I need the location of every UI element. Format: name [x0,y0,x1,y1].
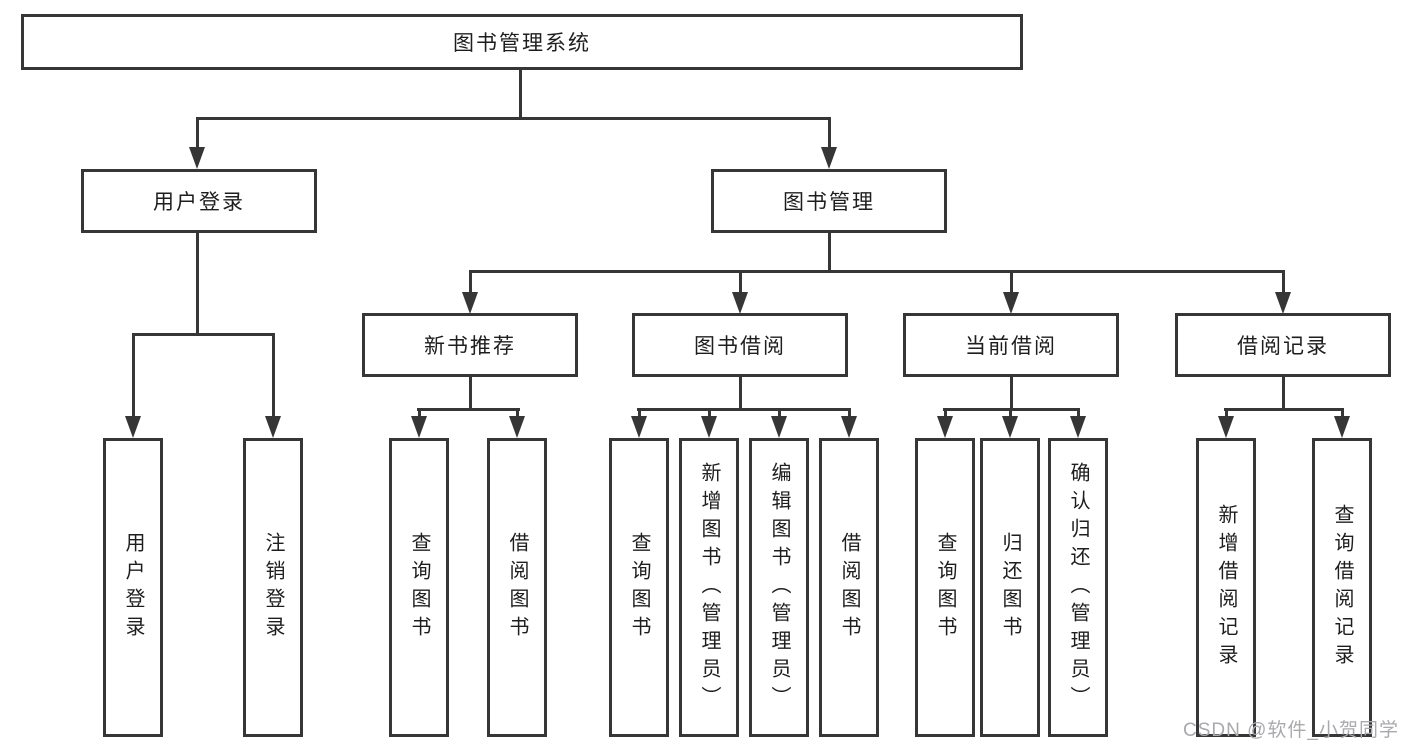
node-book-borrow-label: 图书借阅 [694,335,786,358]
leaf-cb-confirm-return-admin: 确认归还（管理员） [1048,438,1108,737]
leaf-nb-query-book: 查询图书 [389,438,449,737]
connector-cb-return-stub [1009,408,1012,418]
arrow-to-br-add [1218,416,1234,438]
connector-bb-edit-stub [778,408,781,418]
leaf-nb-borrow-book-label: 借阅图书 [506,531,528,644]
connector-cb-query-stub [944,408,947,418]
leaf-cb-query-book: 查询图书 [915,438,975,737]
connector-nb-borrow-stub [516,408,519,418]
node-current-borrow: 当前借阅 [903,313,1119,377]
arrow-to-book-borrow [732,292,748,314]
connector-borrow-records-vertical [1282,377,1285,410]
leaf-bb-edit-book-admin-label: 编辑图书（管理员） [768,461,790,714]
arrow-to-cb-confirm [1070,416,1086,438]
arrow-to-cb-query [937,416,953,438]
leaf-bb-borrow-book-label: 借阅图书 [838,531,860,644]
arrow-to-nb-borrow [509,416,525,438]
node-borrow-records-label: 借阅记录 [1237,335,1329,358]
node-root-label: 图书管理系统 [453,32,591,55]
connector-current-borrow-stub [1010,270,1013,294]
node-book-mgmt: 图书管理 [711,169,947,233]
leaf-br-query-record: 查询借阅记录 [1312,438,1372,737]
node-book-mgmt-label: 图书管理 [783,191,875,214]
connector-user-login-children-horizontal [132,333,275,336]
leaf-br-add-record-label: 新增借阅记录 [1215,503,1237,672]
connector-current-borrow-vertical [1010,377,1013,410]
leaf-nb-query-book-label: 查询图书 [408,531,430,644]
connector-nb-query-stub [418,408,421,418]
leaf-logout-label: 注销登录 [262,531,284,644]
connector-user-login-vertical [196,233,199,336]
leaf-bb-add-book-admin: 新增图书（管理员） [679,438,739,737]
leaf-user-login-label: 用户登录 [122,531,144,644]
connector-cb-confirm-stub [1077,408,1080,418]
connector-leaf-logout-stub [272,333,275,417]
connector-br-query-stub [1341,408,1344,418]
arrow-to-leaf-logout [265,416,281,438]
arrow-to-br-query [1334,416,1350,438]
connector-leaf-login-stub [132,333,135,417]
arrow-to-leaf-login [125,416,141,438]
connector-book-mgmt-vertical [828,233,831,273]
leaf-user-login: 用户登录 [103,438,163,737]
node-root: 图书管理系统 [21,14,1023,70]
leaf-br-add-record: 新增借阅记录 [1196,438,1256,737]
arrow-to-new-book [462,292,478,314]
connector-bb-query-stub [638,408,641,418]
node-book-borrow: 图书借阅 [632,313,848,377]
leaf-bb-query-book-label: 查询图书 [628,531,650,644]
leaf-logout: 注销登录 [243,438,303,737]
connector-book-borrow-vertical [739,377,742,410]
leaf-bb-query-book: 查询图书 [609,438,669,737]
connector-root-vertical [519,69,522,119]
arrow-to-nb-query [411,416,427,438]
connector-book-borrow-stub [739,270,742,294]
leaf-cb-return-book: 归还图书 [980,438,1040,737]
arrow-to-bb-edit [771,416,787,438]
leaf-bb-borrow-book: 借阅图书 [819,438,879,737]
arrow-to-bb-borrow [841,416,857,438]
node-new-book-label: 新书推荐 [424,335,516,358]
arrow-to-bb-query [631,416,647,438]
leaf-nb-borrow-book: 借阅图书 [487,438,547,737]
arrow-to-book-mgmt [821,147,837,169]
node-current-borrow-label: 当前借阅 [965,335,1057,358]
arrow-to-current-borrow [1003,292,1019,314]
connector-user-login-stub [196,117,199,148]
arrow-to-cb-return [1002,416,1018,438]
leaf-bb-edit-book-admin: 编辑图书（管理员） [749,438,809,737]
arrow-to-user-login [189,147,205,169]
node-user-login: 用户登录 [81,169,317,233]
connector-bb-add-stub [708,408,711,418]
connector-bb-borrow-stub [848,408,851,418]
arrow-to-borrow-records [1275,292,1291,314]
connector-book-borrow-children-horizontal [637,408,851,411]
connector-book-mgmt-stub [828,117,831,148]
connector-new-book-vertical [469,377,472,410]
leaf-br-query-record-label: 查询借阅记录 [1331,503,1353,672]
node-new-book: 新书推荐 [362,313,578,377]
node-borrow-records: 借阅记录 [1175,313,1391,377]
connector-level3-horizontal [469,270,1285,273]
csdn-watermark: CSDN @软件_小贺同学 [1183,720,1399,741]
leaf-cb-return-book-label: 归还图书 [999,531,1021,644]
connector-level2-horizontal [196,117,831,120]
node-user-login-label: 用户登录 [153,191,245,214]
connector-borrow-records-stub [1282,270,1285,294]
connector-new-book-children-horizontal [417,408,520,411]
leaf-cb-confirm-return-admin-label: 确认归还（管理员） [1067,461,1089,714]
connector-borrow-records-children-horizontal [1224,408,1344,411]
leaf-bb-add-book-admin-label: 新增图书（管理员） [698,461,720,714]
connector-new-book-stub [469,270,472,294]
connector-br-add-stub [1225,408,1228,418]
leaf-cb-query-book-label: 查询图书 [934,531,956,644]
arrow-to-bb-add [701,416,717,438]
